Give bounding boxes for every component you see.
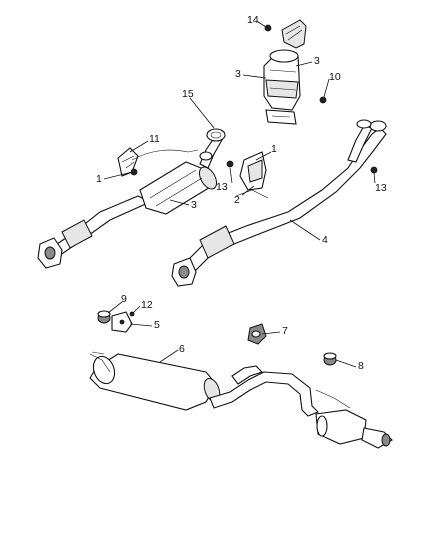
callout-2: 2	[234, 194, 240, 206]
callout-4: 4	[322, 234, 328, 246]
callout-14: 14	[247, 14, 259, 26]
leader-lines	[103, 21, 376, 368]
callout-7: 7	[282, 325, 288, 337]
callout-1-center: 1	[271, 143, 277, 155]
callout-11: 11	[149, 133, 160, 145]
front-catalytic-converter	[263, 19, 327, 125]
callout-5: 5	[154, 319, 160, 331]
y-pipe-assembly	[171, 119, 387, 287]
callout-9: 9	[121, 293, 127, 305]
callout-15: 15	[182, 88, 194, 100]
callout-6: 6	[179, 343, 185, 355]
intermediate-pipe-with-converter	[37, 128, 226, 269]
muffler-assembly	[89, 351, 393, 449]
callout-13-center: 13	[216, 181, 228, 193]
callout-3-catalytic-left: 3	[235, 68, 241, 80]
callout-12: 12	[141, 299, 153, 311]
hanger-hardware	[89, 310, 337, 373]
callout-1-left: 1	[96, 173, 102, 185]
center-bracket-assembly	[226, 151, 378, 199]
callout-13-right: 13	[375, 182, 387, 194]
callout-3-catalytic-right: 3	[314, 55, 320, 67]
callout-8: 8	[358, 360, 364, 372]
callout-3-intermediate: 3	[191, 199, 197, 211]
callout-10: 10	[329, 71, 341, 83]
